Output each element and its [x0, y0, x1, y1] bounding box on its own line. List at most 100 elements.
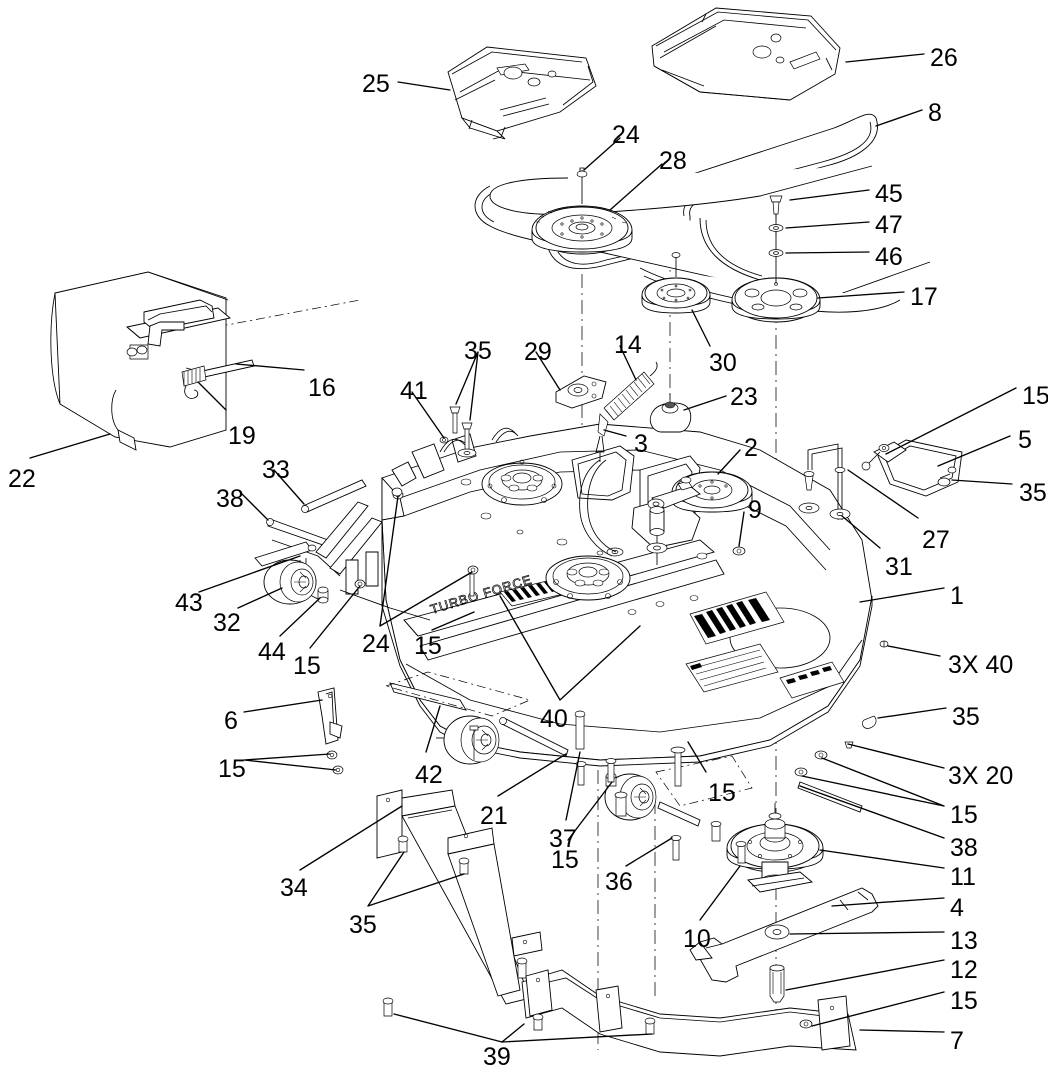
part-14-extension-spring: [595, 361, 658, 462]
callout-4: 4: [950, 894, 964, 922]
callout-37: 37: [549, 825, 577, 853]
callout-24: 24: [362, 630, 390, 658]
deck-spindle-assembly-left: [481, 459, 563, 506]
part-34-baffle-bar: [376, 789, 543, 1005]
callout-10: 10: [683, 925, 711, 953]
part-32-caster-wheel-left: [254, 541, 329, 605]
callout-15: 15: [551, 846, 579, 874]
callout-14: 14: [614, 331, 642, 359]
part-2-idler-pulley-assembly: [606, 471, 753, 565]
callout-27: 27: [922, 526, 950, 554]
part-28-pulley: [531, 167, 633, 255]
callout-32: 32: [213, 609, 241, 637]
callout-2: 2: [744, 434, 758, 462]
part-3-spring-rod: [579, 459, 617, 557]
callout-8: 8: [928, 99, 942, 127]
callout-21: 21: [480, 802, 508, 830]
callout-31: 31: [885, 553, 913, 581]
callout-35: 35: [1019, 479, 1047, 507]
part-6-bracket: [317, 687, 344, 775]
part-36-caster-wheel-right: [604, 755, 753, 827]
callout-30: 30: [709, 349, 737, 377]
part-42-caster-wheel-center: [384, 671, 532, 765]
part-13-12-blade-hardware: [764, 924, 790, 1003]
deck-left-rails: [271, 501, 431, 621]
callout-15: 15: [950, 987, 978, 1015]
part-17-flat-idler: [731, 277, 821, 323]
callout-22: 22: [8, 465, 36, 493]
callout-40: 40: [540, 705, 568, 733]
part-26-belt-cover-right: [651, 7, 841, 101]
callout-42: 42: [415, 761, 443, 789]
callout-5: 5: [1018, 426, 1032, 454]
callout-36: 36: [605, 868, 633, 896]
part-29-idler-arm: [555, 375, 607, 409]
callout-9: 9: [748, 496, 762, 524]
part-31-27-rod-hooks: [798, 443, 851, 520]
callout-15: 15: [950, 801, 978, 829]
callout-15: 15: [293, 652, 321, 680]
part-38-rod: [266, 518, 329, 547]
callout-35: 35: [952, 703, 980, 731]
callout-11: 11: [950, 863, 976, 891]
callout-3: 3: [634, 430, 648, 458]
part-23-knob: [649, 394, 692, 433]
callout-23: 23: [730, 383, 758, 411]
deck-decal-right: [779, 661, 845, 699]
callout-15: 15: [218, 755, 246, 783]
deck-decal-left-bay: [689, 591, 785, 645]
callout-38: 38: [216, 485, 244, 513]
callout-25: 25: [362, 70, 390, 98]
callout-26: 26: [930, 44, 958, 72]
callout-6: 6: [224, 707, 238, 735]
callout-43: 43: [175, 589, 203, 617]
callout-13: 13: [950, 927, 978, 955]
callout-19: 19: [228, 422, 256, 450]
callout-34: 34: [280, 874, 308, 902]
callout-15: 15: [414, 632, 442, 660]
part-25-belt-cover: [447, 46, 597, 140]
part-37-bolt: [574, 710, 586, 750]
part-10-bolt: [735, 841, 747, 864]
callout-3x-40: 3X 40: [948, 651, 1014, 679]
deck-spindle-assembly-center: [545, 555, 631, 601]
part-5-mount-bracket: [861, 439, 963, 497]
callout-39: 39: [483, 1043, 511, 1071]
part-21-rod: [499, 717, 569, 757]
part-22-grass-deflector: [50, 271, 229, 451]
callout-1: 1: [950, 582, 964, 610]
callout-28: 28: [659, 147, 687, 175]
callout-3x-20: 3X 20: [948, 762, 1014, 790]
deck-decal-warning: [685, 643, 779, 693]
callout-47: 47: [875, 211, 903, 239]
part-30-idler-pulley: [641, 252, 711, 314]
callout-45: 45: [875, 180, 903, 208]
part-45-47-46-fastener-stack: [768, 195, 784, 284]
callout-24: 24: [612, 121, 640, 149]
callout-15: 15: [1022, 382, 1048, 410]
part-9-washer: [732, 546, 746, 556]
callout-17: 17: [910, 283, 938, 311]
callout-15: 15: [708, 779, 736, 807]
callout-35: 35: [464, 337, 492, 365]
callout-7: 7: [950, 1027, 964, 1055]
part-7-rear-baffle: [521, 969, 857, 1057]
callout-44: 44: [258, 638, 286, 666]
callout-12: 12: [950, 956, 978, 984]
part-33-rod: [301, 479, 367, 513]
callout-29: 29: [524, 338, 552, 366]
callout-46: 46: [875, 243, 903, 271]
callout-33: 33: [262, 456, 290, 484]
part-24-washers: [391, 487, 479, 597]
callout-41: 41: [400, 377, 428, 405]
callout-16: 16: [308, 374, 336, 402]
part-19-spring: [181, 365, 207, 399]
part-11-spindle-assembly: [726, 803, 824, 893]
part-16-rod-and-19-spring: [126, 299, 255, 399]
part-39-bolts: [382, 997, 394, 1017]
callout-35: 35: [349, 911, 377, 939]
leader-lines: [29, 53, 1017, 1043]
callout-38: 38: [950, 834, 978, 862]
